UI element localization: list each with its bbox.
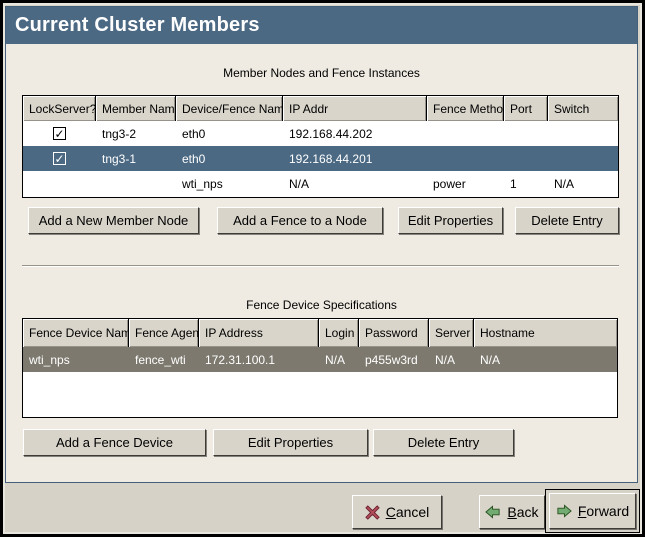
ip-address-cell: 172.31.100.1 — [205, 352, 276, 367]
add-member-node-button[interactable]: Add a New Member Node — [28, 207, 199, 234]
section-divider — [22, 265, 619, 267]
member-name-cell — [96, 171, 176, 196]
ip-addr-cell: 192.168.44.201 — [289, 151, 373, 166]
hostname-cell: N/A — [480, 352, 501, 367]
fence-devices-table: Fence Device Name Fence Agent IP Address… — [22, 318, 618, 418]
lockserver-cell-empty — [23, 171, 96, 196]
forward-label: Forward — [577, 503, 630, 519]
delete-fence-entry-button[interactable]: Delete Entry — [373, 429, 514, 456]
column-header-ip-address[interactable]: IP Address — [199, 319, 319, 347]
lockserver-checkbox[interactable]: ✓ — [53, 127, 66, 140]
page-title: Current Cluster Members — [6, 7, 637, 44]
check-icon: ✓ — [54, 126, 65, 141]
arrow-right-icon — [556, 503, 572, 519]
member-name-cell: tng3-1 — [102, 151, 137, 166]
member-row-tng3-2[interactable]: ✓ tng3-2 eth0 192.168.44.202 — [23, 121, 618, 146]
device-fence-name-cell: wti_nps — [182, 176, 223, 191]
device-fence-name-cell: eth0 — [182, 126, 206, 141]
switch-cell — [548, 146, 618, 171]
column-header-login[interactable]: Login — [319, 319, 359, 347]
members-table-caption: Member Nodes and Fence Instances — [223, 66, 420, 80]
fence-method-cell — [427, 121, 504, 146]
column-header-fence-method[interactable]: Fence Method — [427, 96, 504, 121]
edit-fence-properties-button[interactable]: Edit Properties — [213, 429, 368, 456]
default-button-ring: Forward — [545, 489, 640, 533]
column-header-fence-agent[interactable]: Fence Agent — [129, 319, 199, 347]
column-header-port[interactable]: Port — [504, 96, 548, 121]
column-header-lockserver[interactable]: LockServer? — [23, 96, 96, 121]
login-cell: N/A — [325, 352, 346, 367]
cancel-label: Cancel — [385, 504, 430, 520]
column-header-switch[interactable]: Switch — [548, 96, 618, 121]
fence-buttons-row: Add a Fence Device Edit Properties Delet… — [6, 429, 637, 456]
member-nodes-table: LockServer? Member Name Device/Fence Nam… — [22, 95, 619, 198]
add-fence-device-button[interactable]: Add a Fence Device — [23, 429, 206, 456]
content-panel: Current Cluster Members Member Nodes and… — [5, 6, 638, 483]
check-icon: ✓ — [54, 151, 65, 166]
back-label: Back — [507, 504, 539, 520]
edit-member-properties-button[interactable]: Edit Properties — [398, 207, 503, 234]
member-buttons-row: Add a New Member Node Add a Fence to a N… — [6, 207, 637, 234]
port-cell — [504, 146, 548, 171]
column-header-ip-addr[interactable]: IP Addr — [283, 96, 427, 121]
ip-addr-cell: N/A — [289, 176, 310, 191]
password-cell: p455w3rd — [365, 352, 418, 367]
column-header-server[interactable]: Server — [429, 319, 474, 347]
port-cell — [504, 121, 548, 146]
fence-device-row-wti-nps-selected[interactable]: wti_nps fence_wti 172.31.100.1 N/A p455w… — [23, 347, 617, 372]
member-nodes-table-header: LockServer? Member Name Device/Fence Nam… — [23, 96, 618, 121]
arrow-left-icon — [485, 504, 501, 520]
column-header-device-fence-name[interactable]: Device/Fence Name — [176, 96, 283, 121]
fence-device-name-cell: wti_nps — [29, 352, 70, 367]
device-fence-name-cell: eth0 — [182, 151, 206, 166]
member-row-tng3-1-selected[interactable]: ✓ tng3-1 eth0 192.168.44.201 — [23, 146, 618, 171]
column-header-fence-device-name[interactable]: Fence Device Name — [23, 319, 129, 347]
ip-addr-cell: 192.168.44.202 — [289, 126, 373, 141]
lockserver-cell: ✓ — [23, 146, 96, 171]
cancel-button[interactable]: Cancel — [352, 495, 442, 529]
back-button[interactable]: Back — [479, 495, 545, 529]
add-fence-to-node-button[interactable]: Add a Fence to a Node — [217, 207, 383, 234]
port-cell: 1 — [510, 176, 517, 191]
fence-agent-cell: fence_wti — [135, 352, 186, 367]
delete-member-entry-button[interactable]: Delete Entry — [515, 207, 619, 234]
fence-method-cell — [427, 146, 504, 171]
column-header-hostname[interactable]: Hostname — [474, 319, 617, 347]
forward-button[interactable]: Forward — [549, 493, 636, 529]
fence-instance-row-wti-nps[interactable]: wti_nps N/A power 1 N/A — [23, 171, 618, 196]
lockserver-cell: ✓ — [23, 121, 96, 146]
fence-table-caption: Fence Device Specifications — [246, 298, 397, 312]
fence-devices-table-header: Fence Device Name Fence Agent IP Address… — [23, 319, 617, 347]
lockserver-checkbox[interactable]: ✓ — [53, 152, 66, 165]
fence-method-cell: power — [433, 176, 466, 191]
switch-cell — [548, 121, 618, 146]
server-cell: N/A — [435, 352, 456, 367]
x-icon — [364, 504, 380, 520]
column-header-member-name[interactable]: Member Name — [96, 96, 176, 121]
switch-cell: N/A — [554, 176, 575, 191]
member-name-cell: tng3-2 — [102, 126, 137, 141]
column-header-password[interactable]: Password — [359, 319, 429, 347]
